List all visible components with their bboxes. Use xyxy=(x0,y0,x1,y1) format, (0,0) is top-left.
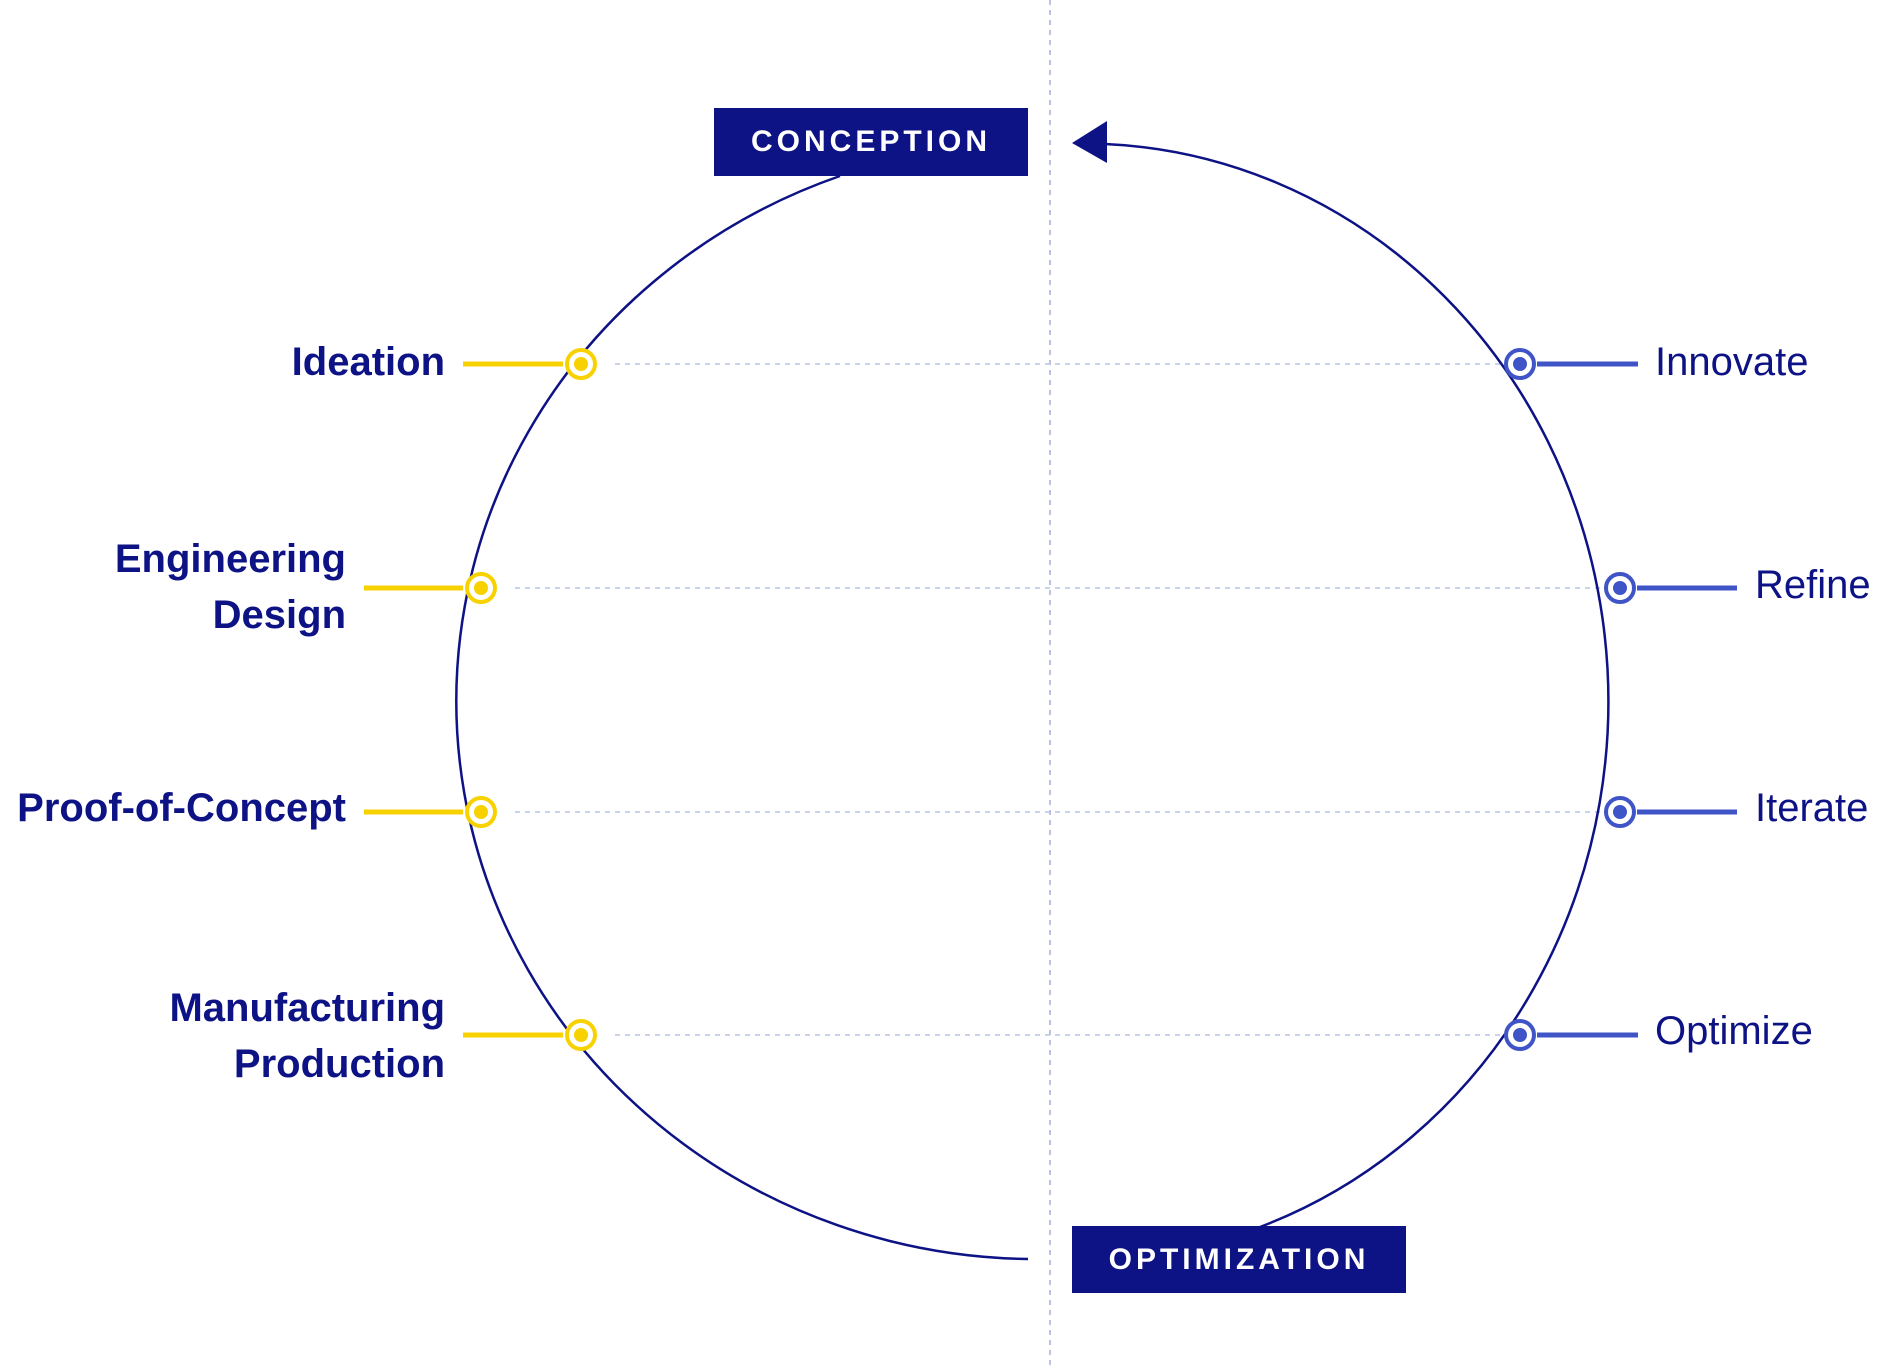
ring-dot-icon xyxy=(1504,1019,1536,1051)
ring-dot-icon xyxy=(565,1019,597,1051)
stage-label-ideation: Ideation xyxy=(292,334,445,390)
ring-dot-icon xyxy=(1604,572,1636,604)
stage-label-optimize: Optimize xyxy=(1655,1009,1813,1053)
ring-dot-icon xyxy=(565,348,597,380)
cycle-arc-right xyxy=(1104,142,1610,1229)
phase-tag-optimization: OPTIMIZATION xyxy=(1072,1226,1406,1293)
stage-label-line: Ideation xyxy=(291,340,445,384)
stage-label-proof-of-concept: Proof-of-Concept xyxy=(17,780,346,836)
ring-dot-icon xyxy=(1504,348,1536,380)
stage-label-line: Production xyxy=(233,1042,445,1086)
stage-label-manufacturing-production: Manufacturing Production xyxy=(169,980,445,1092)
stage-label-refine: Refine xyxy=(1755,563,1871,607)
stage-label-engineering-design: Engineering Design xyxy=(115,531,346,643)
stage-label-innovate: Innovate xyxy=(1655,340,1809,384)
stage-label-line: Manufacturing xyxy=(169,986,445,1030)
cycle-arc-left xyxy=(455,174,1029,1261)
arrowhead-left-icon xyxy=(1072,121,1107,163)
phase-tag-conception: CONCEPTION xyxy=(714,108,1028,176)
ring-dot-icon xyxy=(1604,796,1636,828)
ring-dot-icon xyxy=(465,796,497,828)
stage-label-line: Proof-of-Concept xyxy=(17,786,346,830)
stage-label-line: Design xyxy=(212,593,346,637)
stage-label-line: Engineering xyxy=(114,537,346,581)
ring-dot-icon xyxy=(465,572,497,604)
stage-label-iterate: Iterate xyxy=(1755,786,1869,830)
